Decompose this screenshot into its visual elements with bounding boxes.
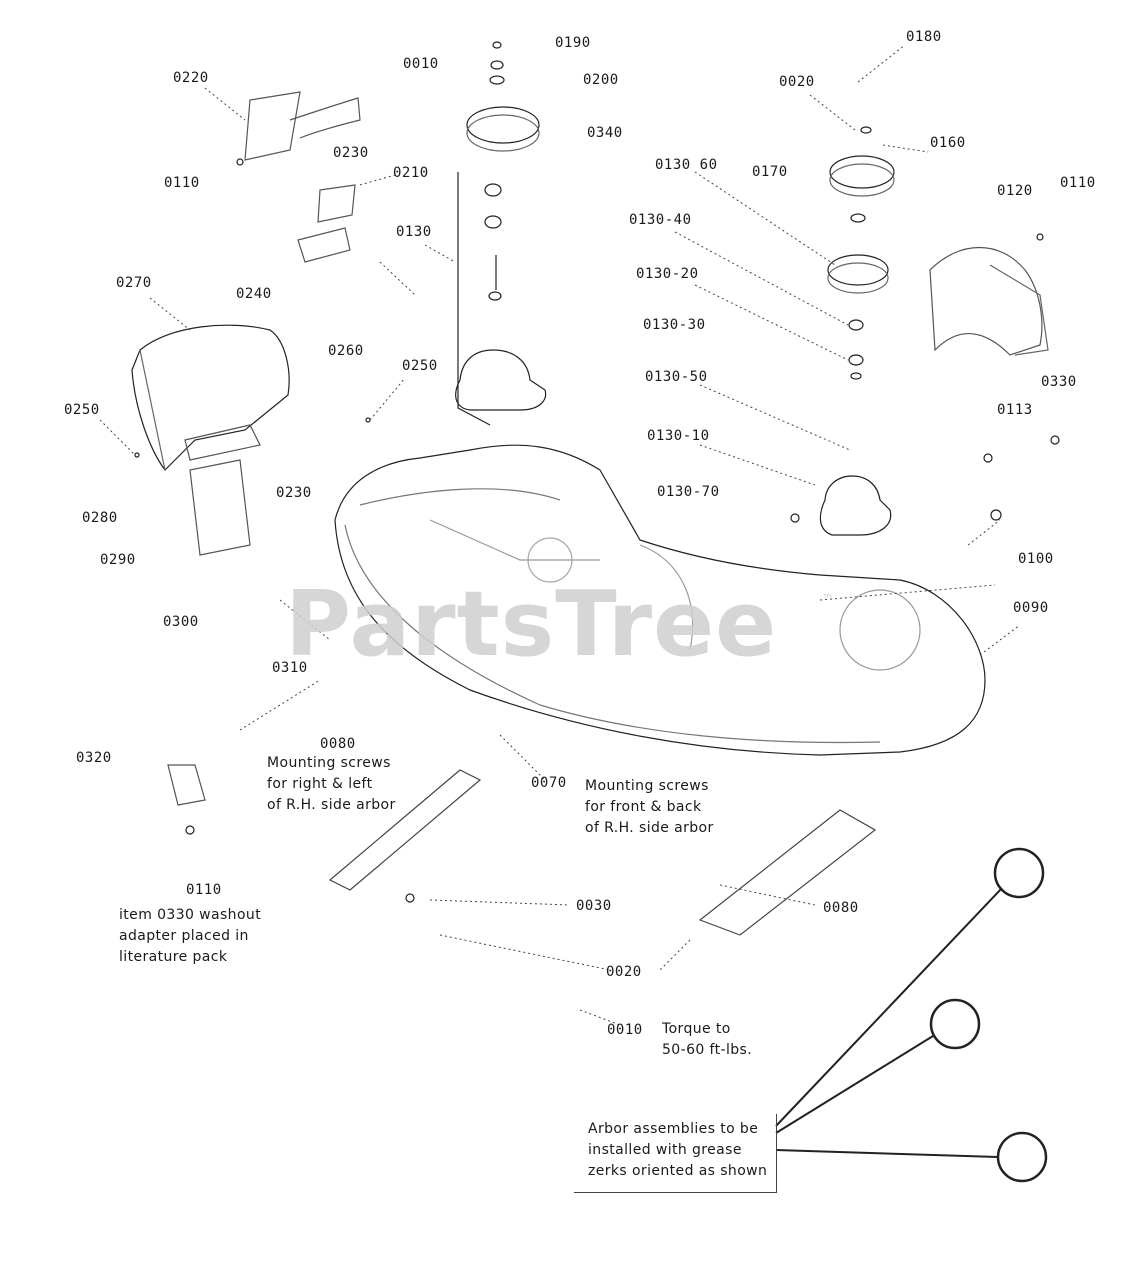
callout-0190: 0190 (555, 35, 591, 51)
callout-0240: 0240 (236, 286, 272, 302)
note-line: for front & back (585, 799, 702, 815)
note-line: Torque to (662, 1021, 731, 1037)
callout-0170: 0170 (752, 164, 788, 180)
arbor-orientation-circle-1 (993, 847, 1045, 899)
callout-0130-70: 0130-70 (657, 484, 720, 500)
note-line: item 0330 washout (119, 907, 262, 923)
note-line: of R.H. side arbor (585, 820, 714, 836)
note-mounting-screws-right-left: Mounting screws for right & left of R.H.… (267, 753, 396, 816)
deflector-0120 (929, 246, 1043, 356)
chute-bracket-0290 (189, 459, 251, 556)
callout-0113: 0113 (997, 402, 1033, 418)
partstree-watermark: PartsTree (285, 572, 778, 677)
callout-0130-50: 0130-50 (645, 369, 708, 385)
pulley-0340 (466, 106, 540, 144)
callout-0290: 0290 (100, 552, 136, 568)
callout-0020-top: 0020 (779, 74, 815, 90)
note-line: for right & left (267, 776, 373, 792)
blade-right (698, 809, 877, 936)
blade-left (328, 769, 482, 891)
callout-0010-top: 0010 (403, 56, 439, 72)
callout-0130-20: 0130-20 (636, 266, 699, 282)
callout-0110-left: 0110 (164, 175, 200, 191)
note-line: adapter placed in (119, 928, 249, 944)
note-line: literature pack (119, 949, 228, 965)
note-line: zerks oriented as shown (588, 1163, 768, 1179)
callout-0130: 0130 (396, 224, 432, 240)
trademark-symbol: ™ (822, 592, 834, 606)
callout-0130-10: 0130-10 (647, 428, 710, 444)
callout-0130-40: 0130-40 (629, 212, 692, 228)
note-line: Mounting screws (585, 778, 709, 794)
arbor-orientation-circle-2 (929, 998, 981, 1050)
callout-0200: 0200 (583, 72, 619, 88)
callout-0320: 0320 (76, 750, 112, 766)
discharge-chute (131, 324, 290, 471)
note-line: Arbor assemblies to be (588, 1121, 759, 1137)
note-line: installed with grease (588, 1142, 742, 1158)
callout-0180: 0180 (906, 29, 942, 45)
callout-0340: 0340 (587, 125, 623, 141)
callout-0090: 0090 (1013, 600, 1049, 616)
callout-0250-mid: 0250 (402, 358, 438, 374)
callout-0100: 0100 (1018, 551, 1054, 567)
note-line: 50-60 ft-lbs. (662, 1042, 753, 1058)
callout-0110-right: 0110 (1060, 175, 1096, 191)
callout-0120: 0120 (997, 183, 1033, 199)
mower-deck (334, 444, 986, 756)
callout-0210: 0210 (393, 165, 429, 181)
callout-0110-bottom: 0110 (186, 882, 222, 898)
callout-0260: 0260 (328, 343, 364, 359)
callout-0330: 0330 (1041, 374, 1077, 390)
arbor-note-box (574, 1114, 777, 1193)
callout-0130-30: 0130-30 (643, 317, 706, 333)
callout-0230-mid: 0230 (276, 485, 312, 501)
callout-0230-top: 0230 (333, 145, 369, 161)
callout-0080-mid: 0080 (320, 736, 356, 752)
callout-0220: 0220 (173, 70, 209, 86)
note-arbor-assemblies: Arbor assemblies to be installed with gr… (588, 1119, 767, 1182)
callout-0130-60: 0130 60 (655, 157, 718, 173)
callout-0310: 0310 (272, 660, 308, 676)
note-line: of R.H. side arbor (267, 797, 396, 813)
callout-0020-bottom: 0020 (606, 964, 642, 980)
callout-0010-bottom: 0010 (607, 1022, 643, 1038)
callout-0280: 0280 (82, 510, 118, 526)
pulley-0160-top (829, 155, 895, 189)
arbor-housing-left (455, 349, 547, 411)
callout-0300: 0300 (163, 614, 199, 630)
arbor-housing-right (819, 475, 892, 536)
callout-0070: 0070 (531, 775, 567, 791)
pulley-0160-bottom (827, 254, 889, 286)
chute-bracket (244, 91, 301, 161)
callout-0250-left: 0250 (64, 402, 100, 418)
callout-0270: 0270 (116, 275, 152, 291)
arbor-orientation-circle-3 (996, 1131, 1048, 1183)
callout-0030: 0030 (576, 898, 612, 914)
callout-0160: 0160 (930, 135, 966, 151)
note-washout-adapter: item 0330 washout adapter placed in lite… (119, 905, 261, 968)
callout-0080-right: 0080 (823, 900, 859, 916)
note-line: Mounting screws (267, 755, 391, 771)
note-torque: Torque to 50-60 ft-lbs. (662, 1019, 752, 1061)
note-mounting-screws-front-back: Mounting screws for front & back of R.H.… (585, 776, 714, 839)
